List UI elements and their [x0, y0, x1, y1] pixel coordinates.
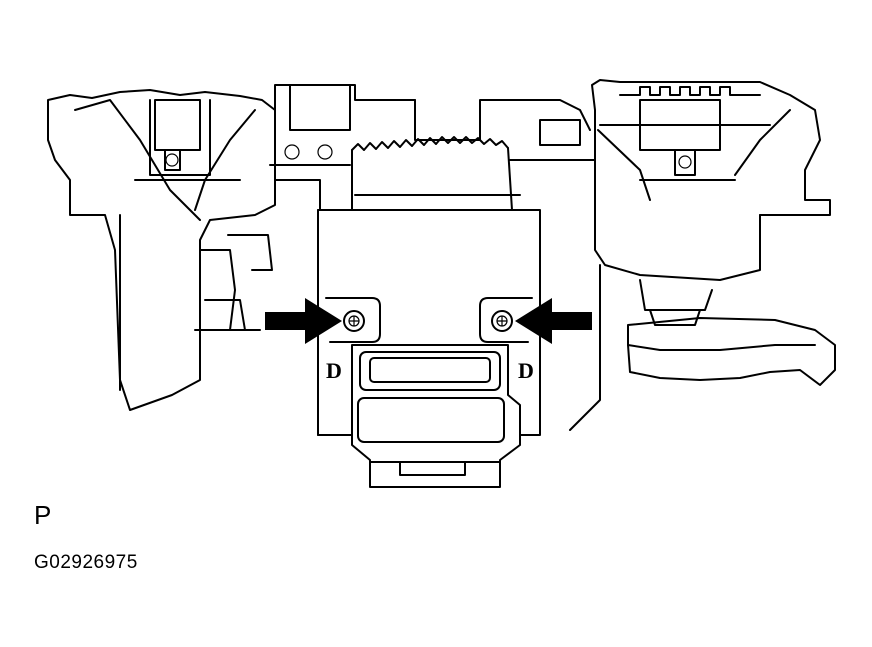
left-mark: D — [326, 358, 342, 383]
gear-sector — [351, 136, 513, 211]
connector — [351, 344, 521, 488]
right-mark: D — [518, 358, 534, 383]
right-arrow — [515, 298, 592, 344]
left-screw-boss — [325, 297, 381, 343]
switch-module: D D — [317, 209, 541, 488]
left-housing — [47, 89, 321, 411]
figure-code: G02926975 — [34, 552, 138, 573]
right-housing — [569, 79, 836, 431]
view-label: P — [34, 500, 52, 530]
left-arrow — [265, 298, 342, 344]
right-screw-boss — [479, 297, 533, 343]
